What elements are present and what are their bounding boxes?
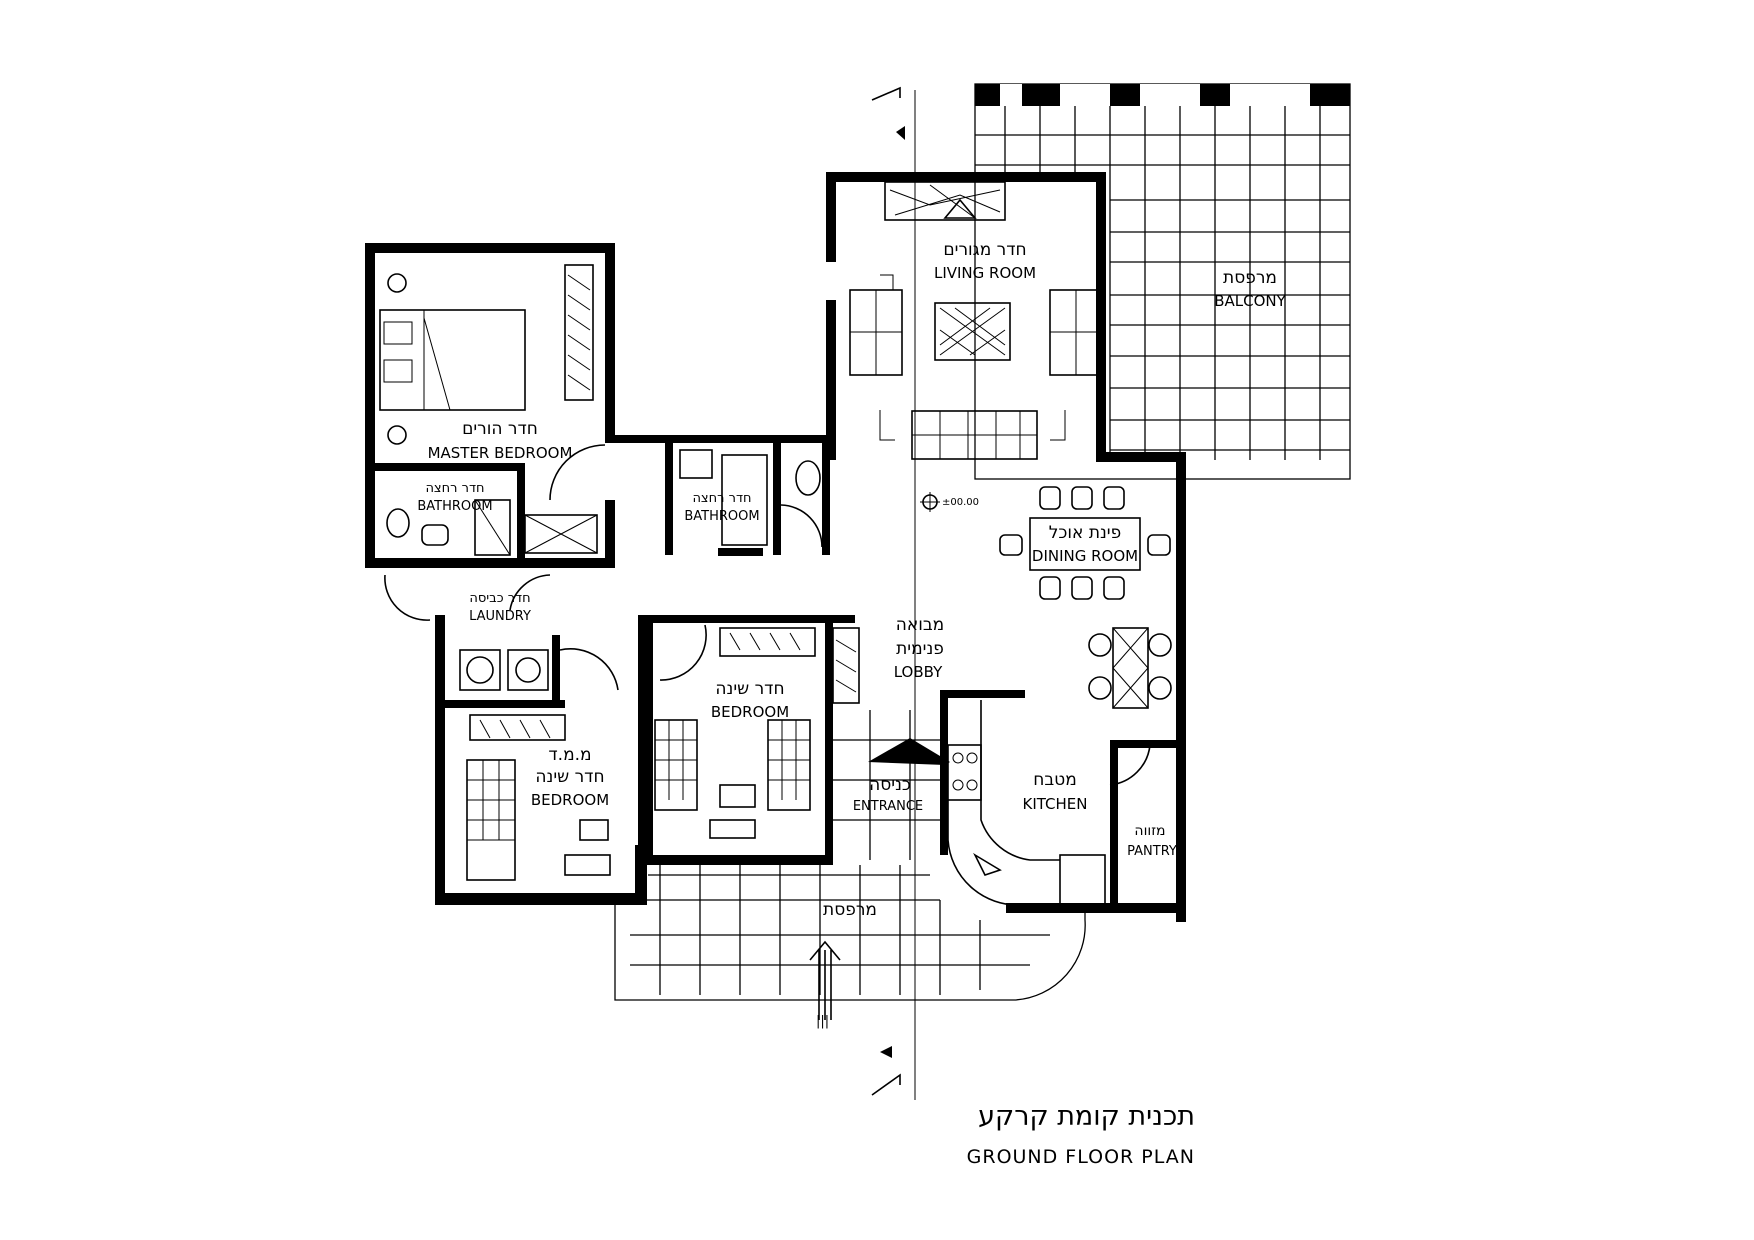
safe-bedroom-walls: [435, 615, 647, 905]
entrance-label-he: כניסה: [869, 775, 911, 795]
bedroom-mid-label-he: חדר שינה: [715, 679, 784, 699]
master-bed: [379, 273, 526, 445]
balcony-tiles: [974, 83, 1351, 480]
master-bath-label-en: BATHROOM: [417, 499, 492, 514]
living-sofa-right: [1049, 289, 1103, 376]
pantry-label-he: מזווה: [1134, 823, 1165, 839]
kitchen-label-en: KITCHEN: [1023, 795, 1088, 813]
bathroom-door-arc: [780, 504, 823, 548]
level-marker: ±00.00: [920, 492, 979, 512]
living-rug: [934, 302, 1011, 361]
kitchen-label-he: מטבח: [1033, 770, 1077, 790]
laundry-door-arcs: [384, 574, 619, 691]
drawing-title-en: GROUND FLOOR PLAN: [967, 1146, 1195, 1168]
laundry-machines: [459, 649, 549, 691]
living-room-walls: [826, 172, 1186, 922]
lobby-label-en: LOBBY: [894, 663, 943, 681]
pantry-label-en: PANTRY: [1127, 844, 1177, 859]
level-mark-text: ±00.00: [942, 497, 979, 508]
dining-table: [999, 486, 1171, 600]
section-mark: |||: [816, 1014, 829, 1029]
bathroom-walls: [665, 443, 830, 556]
balcony-label-en: BALCONY: [1214, 292, 1286, 310]
laundry-label-en: LAUNDRY: [469, 609, 531, 624]
living-room-label-he: חדר מגורים: [943, 240, 1026, 260]
entrance-label-en: ENTRANCE: [853, 799, 923, 814]
bedroom-mid-label-en: BEDROOM: [711, 703, 789, 721]
master-door-arc: [549, 444, 606, 501]
balcony-label-he: מרפסת: [1223, 268, 1277, 288]
bath-label-he: חדר רחצה: [692, 491, 751, 506]
lobby-wardrobe: [832, 627, 860, 704]
living-sofa-left: [849, 274, 903, 376]
terrace-tiles: |||: [614, 710, 1086, 1029]
bath-label-en: BATHROOM: [684, 509, 759, 524]
dining-label-en: DINING ROOM: [1032, 547, 1138, 565]
master-bathroom-fixtures: [386, 499, 598, 556]
living-sofa-bottom: [879, 410, 1066, 460]
section-line: [871, 86, 916, 1100]
kitchen-walls: [940, 690, 1186, 913]
master-bedroom-label-he: חדר הורים: [462, 419, 538, 439]
laundry-walls: [435, 615, 565, 900]
bedroom-mid-furniture: [654, 627, 816, 839]
safe-bedroom-label-en: BEDROOM: [531, 791, 609, 809]
lobby-label-he-2: פנימית: [896, 639, 944, 659]
master-bedroom-label-en: MASTER BEDROOM: [428, 444, 573, 462]
breakfast-table: [1088, 627, 1172, 709]
drawing-title-he: תכנית קומת קרקע: [978, 1101, 1195, 1132]
bedroom-mid-walls: [645, 615, 855, 865]
safe-bedroom-label-he-2: חדר שינה: [535, 767, 604, 787]
entrance-arrow-icon: [868, 738, 950, 765]
terrace-label-he: מרפסת: [823, 900, 877, 920]
pantry-door-arc: [1109, 744, 1151, 786]
safe-bedroom-label-he-1: מ.מ.ד: [548, 745, 591, 765]
laundry-label-he: חדר כביסה: [469, 591, 530, 606]
bedroom-mid-door-arc: [659, 624, 707, 681]
living-room-label-en: LIVING ROOM: [934, 264, 1036, 282]
kitchen-counter: [947, 700, 1106, 906]
dining-label-he: פינת אוכל: [1049, 523, 1121, 543]
fireplace: [884, 181, 1006, 221]
safe-bedroom-furniture: [466, 714, 611, 881]
master-wardrobe: [564, 264, 594, 401]
bathroom-fixtures: [679, 449, 821, 546]
lobby-label-he-1: מבואה: [896, 615, 944, 635]
master-bath-label-he: חדר רחצה: [425, 481, 484, 496]
